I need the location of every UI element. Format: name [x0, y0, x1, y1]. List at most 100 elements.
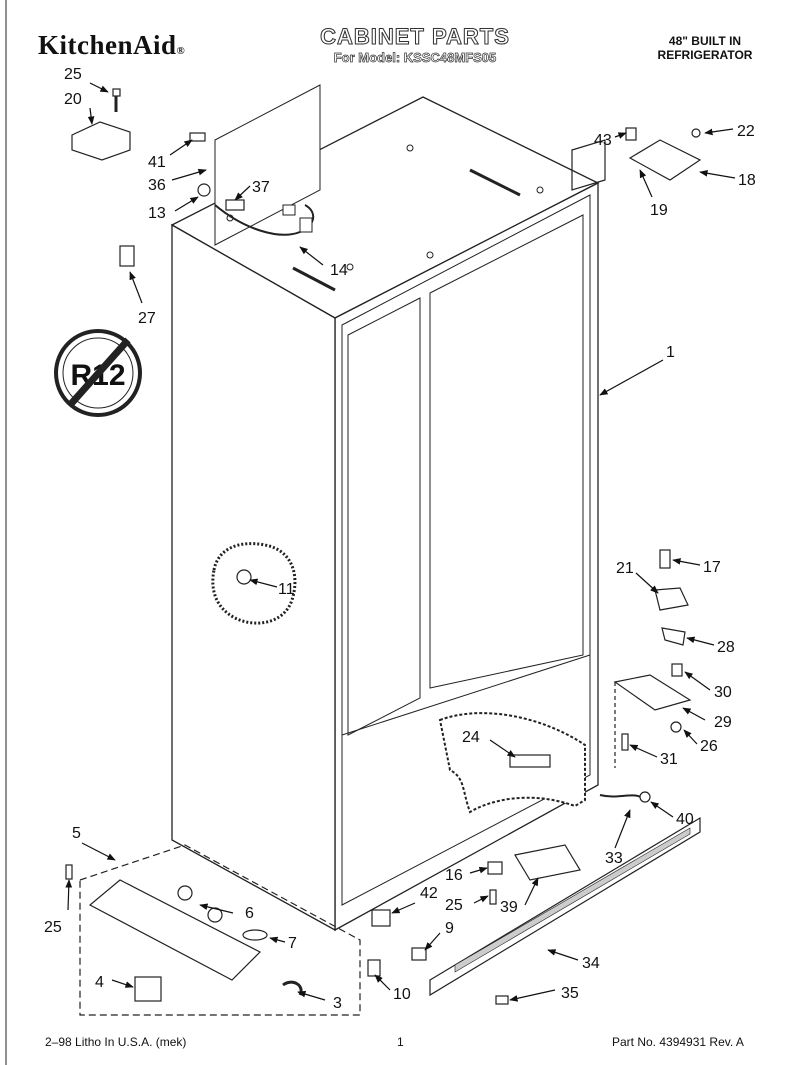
- leader-17: [672, 558, 701, 566]
- part-22-washer: [691, 128, 701, 138]
- leader-25b: [65, 879, 73, 911]
- leader-33: [614, 809, 631, 849]
- callout-34: 34: [582, 955, 600, 972]
- callout-10: 10: [393, 986, 411, 1003]
- leader-42: [391, 902, 416, 914]
- callout-11: 11: [278, 581, 295, 598]
- leader-28: [686, 636, 715, 646]
- callout-37: 37: [252, 179, 270, 196]
- part-4-relay: [134, 976, 162, 1002]
- top-rail-left: [292, 266, 336, 292]
- part-43-screw: [625, 127, 637, 141]
- part-25-head: [112, 88, 121, 97]
- leader-24: [489, 739, 516, 758]
- leader-37: [234, 185, 251, 201]
- part-16-clamp: [487, 861, 503, 875]
- part-40-nut: [639, 791, 651, 803]
- part-3-hose: [282, 980, 303, 996]
- top-hole: [426, 251, 434, 259]
- callout-42: 42: [420, 885, 438, 902]
- product-type: 48" BUILT IN REFRIGERATOR: [640, 34, 770, 62]
- harness-connector: [282, 204, 296, 216]
- part-41-screw: [189, 132, 206, 142]
- footer-page-number: 1: [397, 1035, 404, 1049]
- callout-27: 27: [138, 310, 156, 327]
- leader-16: [469, 866, 488, 874]
- callout-7: 7: [288, 935, 297, 952]
- leader-21: [635, 572, 659, 594]
- liner-floor: [341, 654, 591, 736]
- base-pan-parts: [65, 864, 303, 1002]
- leader-31: [629, 744, 658, 758]
- callout-33: 33: [605, 850, 623, 867]
- model-number: For Model: KSSC48MFS05: [333, 50, 497, 66]
- leader-1: [599, 359, 664, 396]
- top-rail-right: [469, 168, 521, 197]
- part-39-pad: [514, 844, 581, 881]
- leader-27: [129, 271, 143, 304]
- callout-43: 43: [594, 132, 612, 149]
- callout-18: 18: [738, 172, 756, 189]
- leader-29: [682, 707, 706, 721]
- leader-41: [169, 139, 193, 156]
- leader-25a: [89, 82, 109, 93]
- part-37-connector: [225, 199, 245, 211]
- leader-43: [614, 132, 627, 139]
- top-hinge-bracket: [571, 127, 702, 191]
- callout-39: 39: [500, 899, 518, 916]
- footer-part-number: Part No. 4394931 Rev. A: [612, 1035, 744, 1049]
- upper-left-parts: [71, 88, 245, 267]
- base-pan-outline: [79, 844, 361, 1016]
- product-type-line1: 48" BUILT IN: [668, 34, 742, 48]
- callout-28: 28: [717, 639, 735, 656]
- callout-6: 6: [245, 905, 254, 922]
- part-24-heater: [509, 754, 551, 768]
- callout-36: 36: [148, 177, 166, 194]
- callout-29: 29: [714, 714, 732, 731]
- callout-numbers: 1 3 4 5 6 7 9 10 11 13 14 16 17 18 19 20…: [44, 66, 756, 1012]
- callout-5: 5: [72, 825, 81, 842]
- part-6-grommet: [177, 885, 193, 901]
- no-r12-badge: R12: [54, 329, 142, 417]
- callout-25-left: 25: [44, 919, 62, 936]
- part-9-switch: [411, 947, 427, 961]
- leader-9: [424, 932, 441, 951]
- callout-35: 35: [561, 985, 579, 1002]
- part-25b-screw: [65, 864, 73, 880]
- part-21-bracket: [654, 587, 689, 611]
- part-25c-screw: [489, 889, 497, 905]
- toe-grille: [429, 816, 701, 1005]
- callout-41: 41: [148, 154, 166, 171]
- leader-30: [684, 671, 711, 691]
- small-parts: [367, 844, 581, 977]
- page-title: CABINET PARTS: [320, 24, 510, 50]
- leader-25c: [473, 895, 489, 904]
- base-pan-group: [79, 844, 361, 1016]
- callout-26: 26: [700, 738, 718, 755]
- product-type-line2: REFRIGERATOR: [657, 48, 753, 62]
- callout-21: 21: [616, 560, 634, 577]
- part-20-cover: [71, 121, 131, 161]
- part-10-bracket: [367, 959, 381, 977]
- freezer-liner: [347, 297, 421, 736]
- leader-40: [650, 801, 674, 818]
- top-hole: [536, 186, 544, 194]
- callout-13: 13: [148, 205, 166, 222]
- callout-9: 9: [445, 920, 454, 937]
- leader-lines: [65, 82, 736, 1002]
- part-29-plate: [613, 674, 692, 711]
- callout-22: 22: [737, 123, 755, 140]
- part-5-rail: [88, 879, 262, 981]
- part-18-plate: [628, 139, 702, 181]
- part-35-screw: [495, 995, 509, 1005]
- callout-3: 3: [333, 995, 342, 1012]
- part-6-grommet: [207, 907, 223, 923]
- callout-25-bottom: 25: [445, 897, 463, 914]
- callout-31: 31: [660, 751, 678, 768]
- leader-13: [174, 196, 199, 212]
- leader-26: [683, 729, 698, 745]
- leader-34: [547, 949, 579, 961]
- callout-16: 16: [445, 867, 463, 884]
